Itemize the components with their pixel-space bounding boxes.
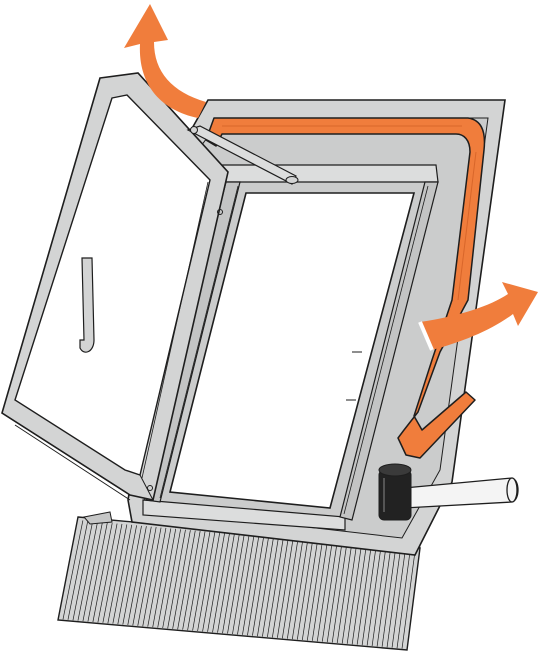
apron-rib [107,524,128,624]
apron-rib [291,540,308,640]
apron-rib [257,537,274,637]
apron-rib [202,532,221,632]
apron-rib [177,530,196,630]
apron-rib [321,543,338,642]
apron-rib [366,547,382,646]
curved-arrow-icon [124,4,206,118]
apron-rib [311,542,328,641]
apron-rib [187,531,206,631]
apron-rib [391,549,406,648]
apron-rib [326,543,343,643]
apron-rib [132,526,152,626]
apron-rib [197,532,216,632]
apron-rib [167,529,186,629]
apron-rib [242,536,260,635]
apron-corrugation [62,520,416,649]
apron-rib [62,520,84,620]
apron-rib [157,528,177,628]
apron-rib [207,533,225,632]
curved-arrow-icon [418,282,538,351]
apron-rib [232,535,250,635]
apron-rib [262,538,279,637]
apron-rib [306,542,323,641]
apron-rib [172,530,191,629]
apron-rib [286,540,304,639]
apron-rib [227,534,245,634]
apron-rib [396,550,411,649]
insulation-seal [205,117,486,459]
apron-rib [296,541,313,640]
apron-rib [82,522,103,622]
apron-rib [247,536,265,636]
apron-rib [137,527,157,626]
apron-rib [217,534,235,633]
apron-rib [72,521,94,621]
apron-rib [341,545,357,644]
apron-rib [316,542,333,642]
apron-rib [162,529,181,629]
open-sash [1,72,299,501]
apron-rib [142,527,162,627]
apron-rib [282,539,299,639]
apron-rib [401,550,416,649]
apron-rib [237,535,255,635]
apron-rib [376,548,392,647]
apron-rib [77,521,98,621]
apron-rib [182,531,201,630]
apron-rib [117,525,137,625]
apron-rib [361,546,377,646]
apron-rib [112,524,133,624]
apron-rib [147,527,167,627]
apron-rib [127,526,147,626]
apron-rib [192,531,211,631]
apron-rib [152,528,172,628]
apron-rib [67,520,89,620]
apron-rib [277,539,294,638]
apron-rib [346,545,362,644]
apron-rib [122,525,142,625]
apron-rib [301,541,318,641]
apron-rib [331,544,348,643]
apron-rib [351,546,367,645]
sash-handle [79,257,95,353]
apron-rib [92,523,113,623]
apron-rib [87,522,108,622]
apron-rib [356,546,372,645]
apron-rib [267,538,284,638]
apron-rib [381,548,396,647]
apron-rib [102,523,123,623]
apron-rib [222,534,240,634]
apron-rib [336,544,352,644]
apron-rib [252,537,269,636]
apron-rib [97,523,118,623]
rubber-mallet-icon [378,463,519,521]
apron-rib [272,538,289,638]
apron-rib [212,533,230,633]
apron-rib [371,547,387,647]
apron-rib [386,549,401,648]
glass-opening [168,192,416,509]
